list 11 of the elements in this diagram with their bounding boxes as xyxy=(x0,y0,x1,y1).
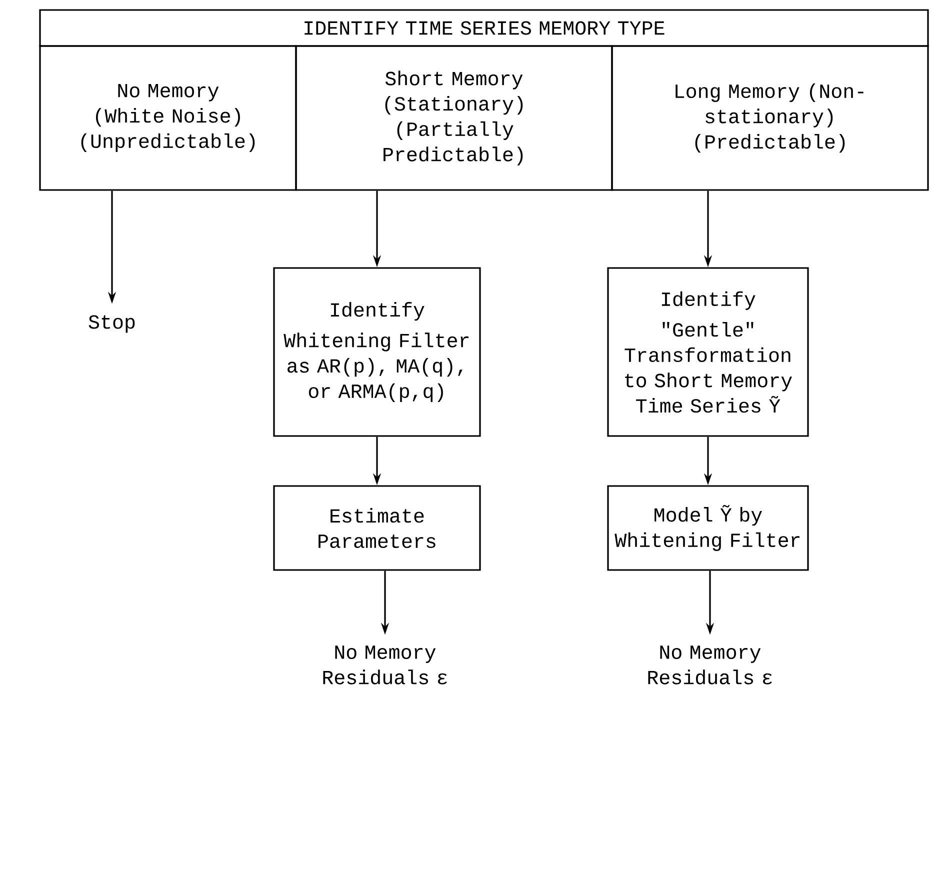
category-box: No Memory (White Noise) (Unpredictable) xyxy=(39,45,297,191)
result-label: No Memory Residuals ε xyxy=(648,646,772,684)
process-box: Identify "Gentle" Transformation to Short Memory Time Series Ỹ xyxy=(607,267,809,437)
process-box: Identify Whitening Filter as AR(p), MA(q), or ARMA(p,q) xyxy=(273,267,481,437)
end-label: Stop xyxy=(88,315,135,333)
category-box: Long Memory (Non-stationary) (Predictable) xyxy=(611,45,929,191)
process-box: Estimate Parameters xyxy=(273,485,481,571)
category-box: Short Memory (Stationary) (Partially Predictable) xyxy=(295,45,613,191)
process-box: Model Ỹ by Whitening Filter xyxy=(607,485,809,571)
header-box: IDENTIFY TIME SERIES MEMORY TYPE xyxy=(39,9,929,47)
result-label: No Memory Residuals ε xyxy=(323,646,447,684)
